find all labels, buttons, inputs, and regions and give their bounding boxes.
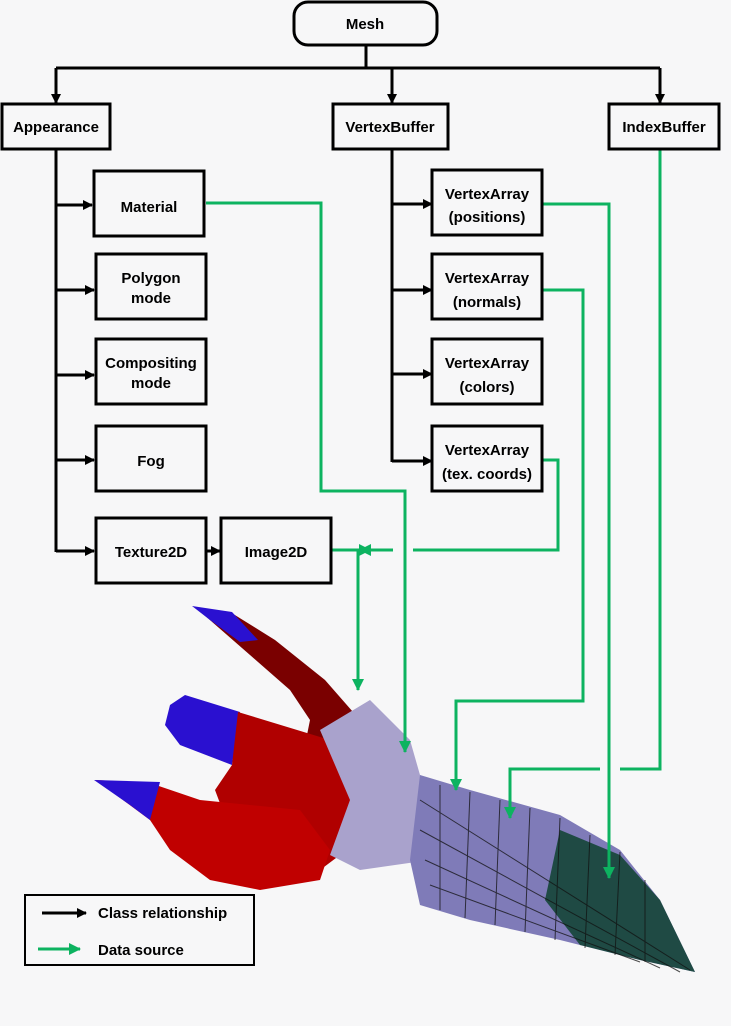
rocket-nozzle-upper [165, 695, 240, 765]
node-compositing-mode-label-2: mode [131, 375, 171, 392]
legend-data-label: Data source [98, 942, 184, 959]
node-material[interactable]: Material [92, 169, 206, 238]
node-texture2d[interactable]: Texture2D [94, 516, 208, 585]
node-image2d[interactable]: Image2D [219, 516, 333, 585]
node-material-label: Material [121, 199, 178, 216]
rocket-lower-fin-tip [94, 780, 160, 820]
node-vertexbuffer[interactable]: VertexBuffer [331, 102, 450, 151]
node-image2d-label: Image2D [245, 544, 308, 561]
data-texcoords-route [413, 458, 560, 552]
data-indexbuffer-route [620, 149, 662, 771]
node-indexbuffer-label: IndexBuffer [622, 119, 706, 136]
data-source-lines [206, 149, 662, 879]
legend-class-label: Class relationship [98, 905, 227, 922]
node-fog[interactable]: Fog [94, 424, 208, 493]
node-texcoords-label-1: VertexArray [445, 442, 530, 459]
node-texcoords-label-2: (tex. coords) [442, 466, 532, 483]
rocket-upper-fin-tip [192, 606, 258, 642]
node-colors-label-2: (colors) [459, 379, 514, 396]
node-polygon-mode[interactable]: Polygon mode [94, 252, 208, 321]
data-normals-to-mesh [450, 288, 585, 791]
node-positions-label-2: (positions) [449, 209, 526, 226]
node-compositing-mode[interactable]: Compositing mode [94, 337, 208, 406]
node-fog-label: Fog [137, 453, 165, 470]
rocket-wireframe [419, 785, 691, 973]
node-mesh[interactable]: Mesh [292, 0, 439, 47]
data-material-to-mesh [206, 201, 411, 753]
legend: Class relationship Data source [24, 894, 255, 966]
node-compositing-mode-label-1: Compositing [105, 355, 197, 372]
rocket-nose-cone [545, 830, 695, 972]
node-polygon-mode-label-2: mode [131, 290, 171, 307]
node-appearance-label: Appearance [13, 119, 99, 136]
node-positions-label-1: VertexArray [445, 186, 530, 203]
data-positions-to-mesh [543, 202, 615, 879]
node-vertexbuffer-label: VertexBuffer [345, 119, 434, 136]
data-indexbuffer-to-mesh [504, 767, 600, 819]
node-vertexarray-normals[interactable]: VertexArray (normals) [430, 252, 544, 321]
node-vertexarray-positions[interactable]: VertexArray (positions) [430, 168, 544, 237]
node-polygon-mode-label-1: Polygon [121, 270, 180, 287]
node-appearance[interactable]: Appearance [0, 102, 112, 151]
node-normals-label-1: VertexArray [445, 270, 530, 287]
node-texture2d-label: Texture2D [115, 544, 187, 561]
node-normals-label-2: (normals) [453, 294, 521, 311]
node-vertexarray-colors[interactable]: VertexArray (colors) [430, 337, 544, 406]
node-mesh-label: Mesh [346, 16, 384, 33]
class-relationship-lines [51, 45, 665, 556]
rocket-lower-fin [96, 780, 330, 890]
node-vertexarray-texcoords[interactable]: VertexArray (tex. coords) [430, 424, 544, 493]
node-indexbuffer[interactable]: IndexBuffer [607, 102, 721, 151]
node-colors-label-1: VertexArray [445, 355, 530, 372]
